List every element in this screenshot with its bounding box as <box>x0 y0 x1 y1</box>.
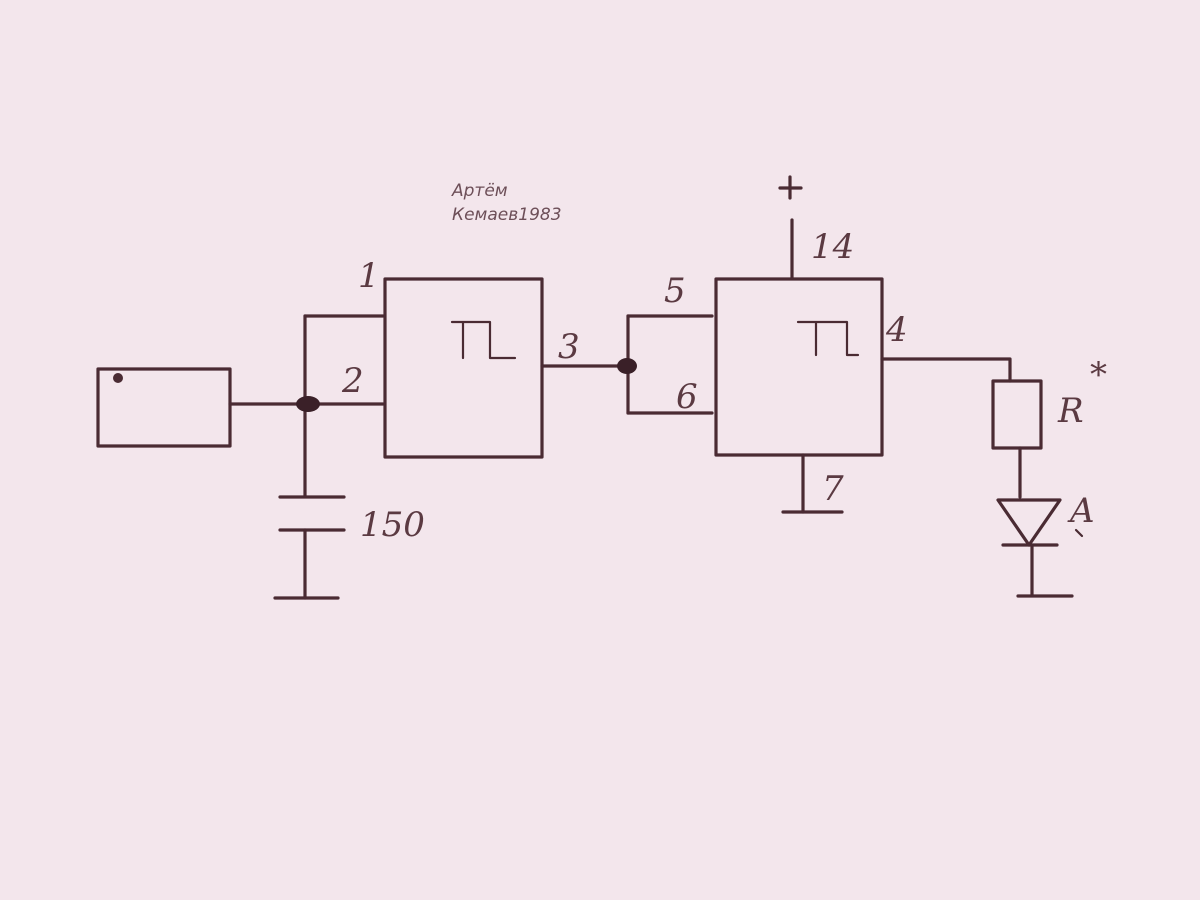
pin-5-label: 5 <box>664 271 686 311</box>
pin-4-label: 4 <box>885 310 908 350</box>
resistor-label: R <box>1057 391 1084 431</box>
pin-3-label: 3 <box>558 327 580 367</box>
pin-7-label: 7 <box>822 469 844 509</box>
supply-line <box>778 175 803 280</box>
capacitor <box>273 495 346 600</box>
schmitt-gate-1 <box>383 277 544 459</box>
schmitt-gate-2 <box>714 277 884 457</box>
led-diode <box>996 498 1074 598</box>
gate-interconnect <box>540 314 714 415</box>
junction-node-middle <box>617 358 637 374</box>
pin-14-label: 14 <box>811 227 854 267</box>
schmitt-trigger-icon <box>796 320 860 357</box>
output-wiring <box>880 357 1012 383</box>
pin-1-label: 1 <box>358 256 380 296</box>
pin-6-label: 6 <box>676 377 698 417</box>
author-note-line-1: Артём <box>451 181 508 201</box>
ground-pin-7 <box>781 453 844 514</box>
junction-node-input <box>296 396 320 412</box>
resistor <box>991 379 1043 499</box>
resistor-mark-label: * <box>1090 355 1107 395</box>
author-note-line-2: Кемаев1983 <box>452 205 562 225</box>
sensor-plate <box>96 367 232 448</box>
schmitt-trigger-icon <box>450 320 517 360</box>
capacitor-value-label: 150 <box>360 505 425 545</box>
pin-2-label: 2 <box>341 361 364 401</box>
led-light-arrow-icon <box>1074 528 1084 538</box>
led-mark-label: A <box>1067 491 1095 531</box>
input-wiring <box>228 314 385 498</box>
